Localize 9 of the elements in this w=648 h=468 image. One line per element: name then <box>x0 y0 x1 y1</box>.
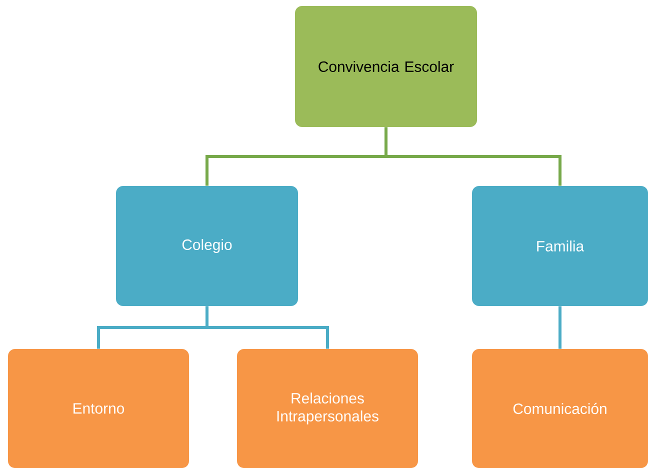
org-box: Convivencia Escolar <box>295 6 477 127</box>
connector-line <box>558 306 562 349</box>
org-box: Relaciones Intrapersonales <box>237 349 418 468</box>
org-box: Colegio <box>116 186 298 306</box>
org-box: Entorno <box>8 349 189 468</box>
connector-line <box>206 306 329 349</box>
org-box: Comunicación <box>472 349 648 468</box>
org-box: Familia <box>472 186 648 306</box>
connector-line <box>384 127 562 186</box>
